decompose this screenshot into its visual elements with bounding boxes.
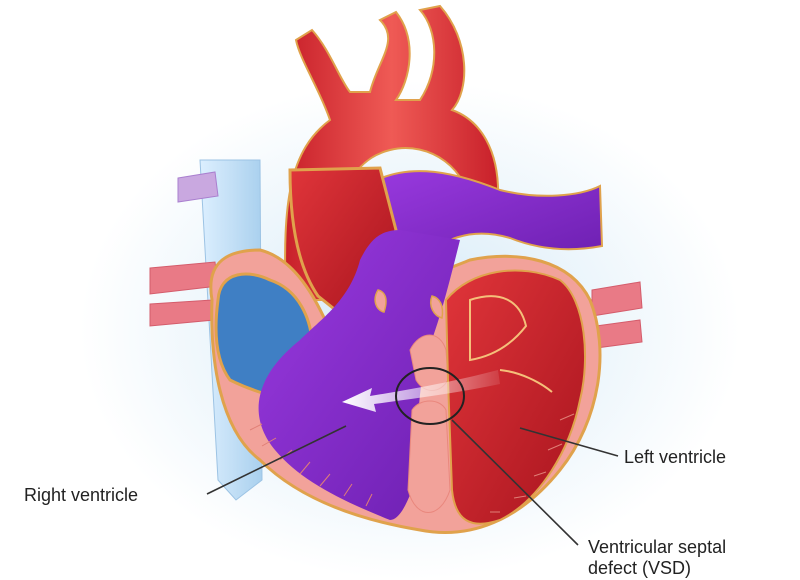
right-ventricle-label: Right ventricle xyxy=(24,485,138,506)
left-ventricle-label: Left ventricle xyxy=(624,447,726,468)
vsd-label-line1: Ventricular septal xyxy=(588,537,726,558)
vsd-label: Ventricular septal defect (VSD) xyxy=(588,537,726,579)
vsd-label-line2: defect (VSD) xyxy=(588,558,726,579)
